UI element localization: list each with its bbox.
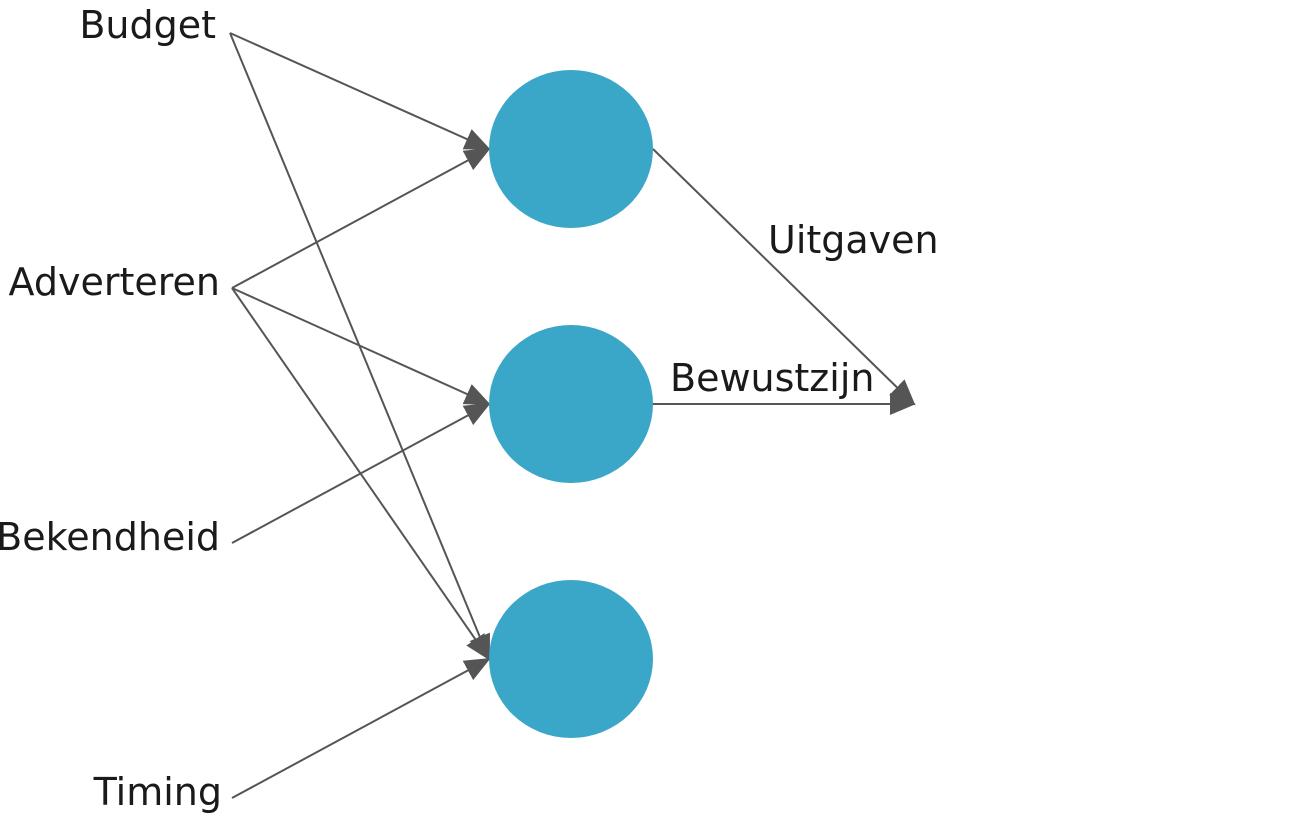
input-label-budget: Budget (79, 3, 216, 47)
edge-label-bewustzijn: Bewustzijn (670, 356, 874, 400)
edge-timing-to-node-3 (231, 658, 491, 799)
hidden-node-3 (489, 580, 653, 738)
hidden-node-2 (489, 325, 653, 483)
edge-label-uitgaven: Uitgaven (768, 218, 939, 262)
edge-node-1-to-output (652, 148, 916, 406)
hidden-node-1 (489, 70, 653, 228)
edge-adverteren-to-node-2 (231, 287, 491, 405)
edge-adverteren-to-node-1 (231, 148, 491, 289)
edge-bekendheid-to-node-2 (231, 403, 491, 544)
input-label-timing: Timing (93, 770, 222, 814)
edge-budget-to-node-1 (229, 32, 491, 150)
input-label-bekendheid: Bekendheid (0, 515, 220, 559)
input-label-adverteren: Adverteren (9, 260, 220, 304)
